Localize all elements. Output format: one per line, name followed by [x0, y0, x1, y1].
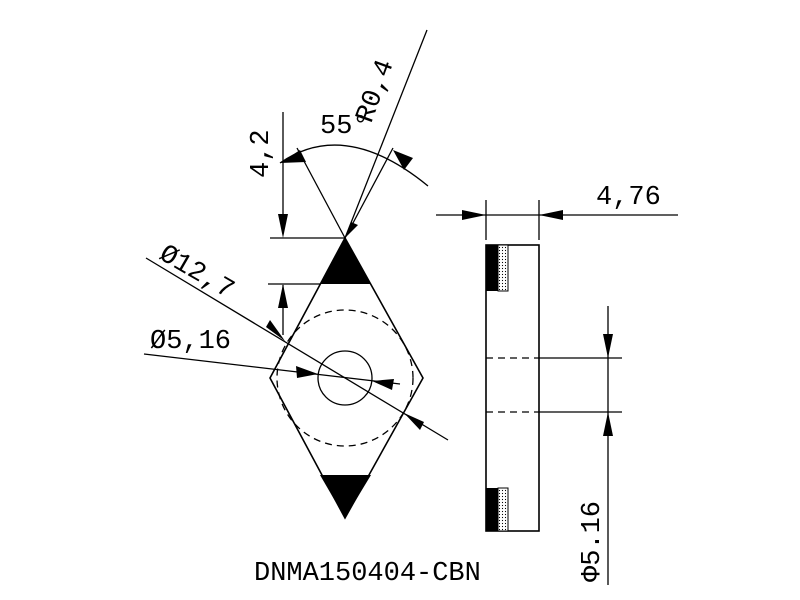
- cbn-side-bottom-substrate: [497, 487, 509, 532]
- side-hole-label: Φ5.16: [578, 501, 608, 582]
- inscribed-circle: [276, 309, 414, 447]
- cbn-tip-top: [320, 238, 371, 284]
- thickness-label: 4,76: [596, 183, 661, 213]
- center-hole: [317, 350, 373, 406]
- inscribed-circle-leader: [145, 257, 449, 441]
- cbn-side-top: [486, 245, 498, 291]
- cbn-side-bottom: [486, 488, 498, 531]
- side-view: 4,76 Φ5.16: [436, 183, 678, 585]
- part-number-caption: DNMA150404-CBN: [254, 559, 481, 589]
- inscribed-circle-label: Ø12,7: [154, 240, 239, 306]
- hole-leader: [143, 353, 401, 390]
- tip-height-label: 4,2: [247, 129, 277, 178]
- tip-height-dimension: [268, 112, 345, 335]
- angle-dimension: [279, 29, 429, 239]
- angle-label: 55°: [320, 112, 369, 142]
- thickness-dimension: [436, 200, 678, 240]
- hole-diameter-label: Ø5,16: [150, 327, 231, 357]
- side-hole-dimension: [539, 306, 622, 585]
- top-view: 55° R0,4 4,2 Ø12,7 Ø5,16: [143, 29, 449, 520]
- corner-radius-label: R0,4: [351, 56, 401, 127]
- insert-side-outline: [485, 244, 540, 532]
- cbn-tip-bottom: [320, 475, 371, 518]
- cbn-side-top-substrate: [497, 244, 509, 292]
